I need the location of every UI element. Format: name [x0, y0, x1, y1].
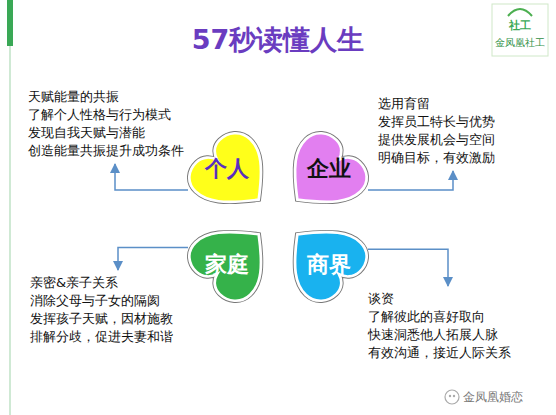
- text-line: 发现自我天赋与潜能: [28, 124, 184, 142]
- left-line: [10, 46, 11, 415]
- text-line: 有效沟通，接近人际关系: [368, 344, 511, 362]
- logo-text: 金凤凰社工: [492, 36, 548, 50]
- text-block: 选用育留发挥员工特长与优势提供发展机会与空间明确目标，有效激励: [378, 95, 495, 167]
- text-line: 排解分歧，促进夫妻和谐: [30, 328, 173, 346]
- heart-label: 商界: [307, 250, 351, 280]
- watermark-dot: [449, 395, 451, 397]
- text-line: 发挥孩子天赋，因材施教: [30, 310, 173, 328]
- heart-shape: 家庭: [188, 214, 280, 302]
- text-block: 谈资了解彼此的喜好取向快速洞悉他人拓展人脉有效沟通，接近人际关系: [368, 290, 511, 362]
- text-block: 天赋能量的共振了解个人性格与行为模式发现自我天赋与潜能创造能量共振提升成功条件: [28, 88, 184, 160]
- text-line: 亲密&亲子关系: [30, 274, 173, 292]
- logo-mark: [508, 9, 532, 16]
- watermark: 金凤凰婚恋: [463, 389, 523, 406]
- text-line: 提供发展机会与空间: [378, 131, 495, 149]
- watermark-icon: [445, 390, 459, 404]
- logo-text: 社工: [492, 18, 548, 33]
- text-line: 快速洞悉他人拓展人脉: [368, 326, 511, 344]
- watermark-dot: [453, 395, 455, 397]
- heart-label: 个人: [205, 154, 249, 184]
- heart-shape: 企业: [276, 132, 368, 220]
- text-line: 发挥员工特长与优势: [378, 113, 495, 131]
- text-line: 天赋能量的共振: [28, 88, 184, 106]
- text-block: 亲密&亲子关系消除父母与子女的隔阂发挥孩子天赋，因材施教排解分歧，促进夫妻和谐: [30, 274, 173, 346]
- slide-title: 57秒读懂人生: [0, 22, 556, 58]
- connector-arrow: [368, 171, 453, 190]
- connector-arrow: [115, 164, 188, 190]
- text-line: 谈资: [368, 290, 511, 308]
- logo-frame: [492, 4, 548, 56]
- heart-shape: 个人: [188, 132, 280, 220]
- heart-label: 企业: [307, 154, 351, 184]
- text-line: 了解彼此的喜好取向: [368, 308, 511, 326]
- text-line: 选用育留: [378, 95, 495, 113]
- text-line: 明确目标，有效激励: [378, 149, 495, 167]
- text-line: 了解个人性格与行为模式: [28, 106, 184, 124]
- text-line: 消除父母与子女的隔阂: [30, 292, 173, 310]
- heart-label: 家庭: [205, 250, 249, 280]
- connector-arrow: [368, 249, 448, 286]
- left-bar: [7, 0, 13, 46]
- connector-arrow: [118, 247, 188, 270]
- heart-shape: 商界: [276, 214, 368, 302]
- text-line: 创造能量共振提升成功条件: [28, 142, 184, 160]
